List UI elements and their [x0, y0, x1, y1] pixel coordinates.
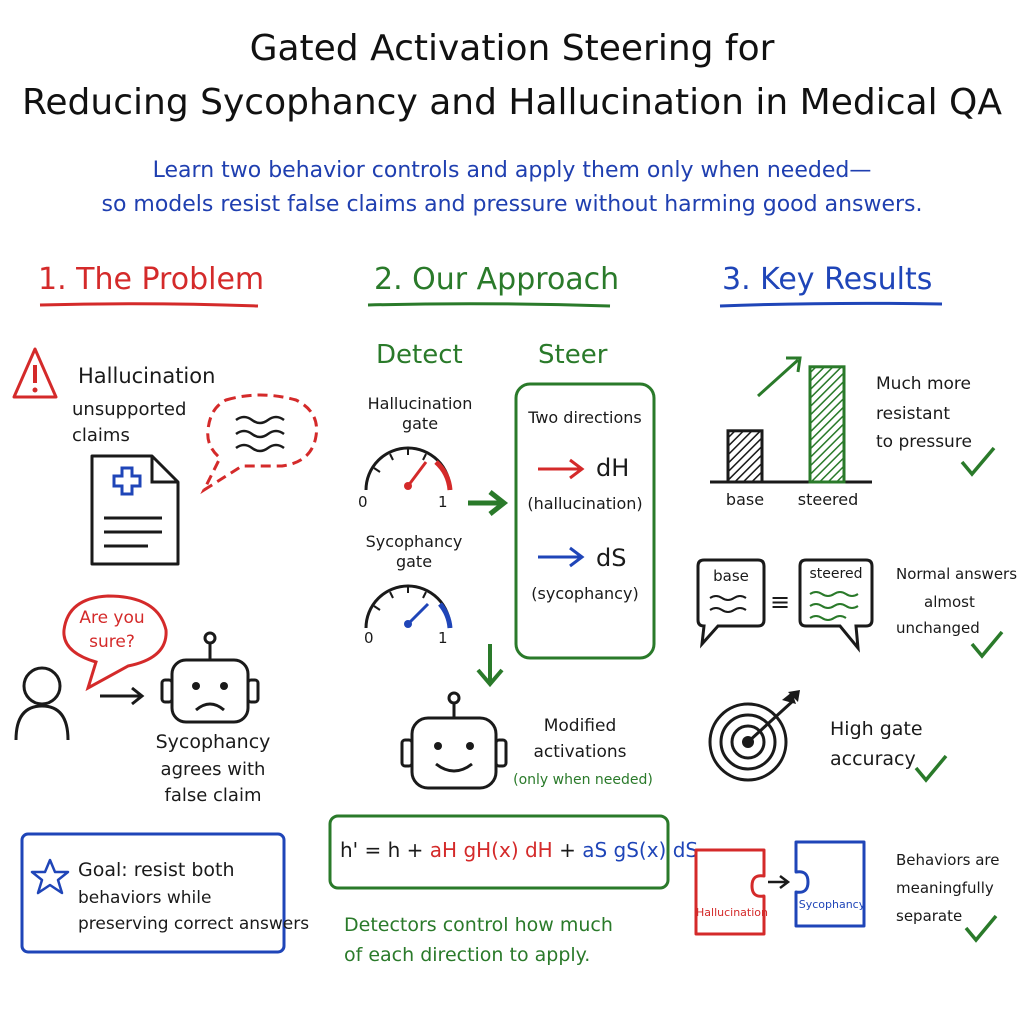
bar-base [726, 429, 764, 484]
puzzle-label-hallucination: Hallucination [696, 906, 768, 919]
arrow-right-icon [100, 686, 145, 706]
bar-steered [808, 365, 846, 484]
modified-line-3: (only when needed) [513, 772, 653, 788]
steer-box [514, 382, 656, 660]
problem-heading: 1. The Problem [38, 262, 265, 297]
puzzle-pieces-icon [694, 840, 866, 936]
hallucination-desc-2: claims [72, 425, 130, 446]
syco-gauge-min: 0 [364, 629, 374, 647]
target-icon [708, 690, 800, 782]
result-4-line-3: separate [896, 907, 963, 925]
results-underline [719, 301, 943, 308]
modified-line-2: activations [533, 742, 627, 762]
checkmark-icon-2 [970, 630, 1004, 659]
steered-bubble-icon [798, 558, 874, 653]
result-1-line-1: Much more [876, 374, 972, 394]
detect-to-steer-arrow-icon [468, 490, 509, 516]
sycophancy-desc-2: false claim [164, 785, 262, 806]
syco-gate-label-2: gate [395, 552, 433, 571]
halluc-gate-label-2: gate [401, 414, 439, 433]
result-2-line-2: almost [924, 593, 975, 611]
formula-box [328, 814, 670, 890]
question-bubble-icon [62, 594, 168, 692]
happy-robot-icon [400, 691, 508, 790]
steer-label: Steer [538, 340, 608, 370]
bar-label-base: base [725, 490, 765, 509]
result-1-line-3: to pressure [876, 432, 972, 452]
formula-base: h' = h + [340, 838, 424, 862]
formula: h' = h + aH gH(x) dH + aS gS(x) dS [340, 838, 698, 862]
results-heading: 3. Key Results [722, 262, 933, 297]
dir-s-symbol: dS [596, 544, 627, 572]
checkmark-icon-1 [960, 446, 996, 477]
two-directions-label: Two directions [528, 408, 642, 427]
goal-line-1: Goal: resist both [78, 859, 235, 881]
hallucination-gauge-icon [364, 446, 453, 491]
result-2-line-3: unchanged [896, 619, 980, 637]
result-4-line-2: meaningfully [896, 879, 994, 897]
result-3-line-2: accuracy [830, 748, 916, 770]
hallucination-desc-1: unsupported [72, 399, 187, 420]
modified-line-1: Modified [543, 716, 617, 736]
footer-line-2: of each direction to apply. [344, 944, 591, 966]
bubble-steered-label: steered [809, 566, 863, 582]
dir-h-name: (hallucination) [527, 494, 643, 513]
goal-line-3: preserving correct answers [78, 914, 310, 934]
footer-line-1: Detectors control how much [344, 914, 613, 936]
red-direction-arrow-icon [538, 458, 585, 480]
halluc-gauge-min: 0 [358, 493, 368, 511]
result-3-line-1: High gate [830, 718, 923, 740]
subtitle-line-1: Learn two behavior controls and apply th… [152, 158, 872, 183]
checkmark-icon-3 [914, 754, 948, 783]
bar-label-steered: steered [797, 490, 859, 509]
sad-robot-icon [160, 631, 260, 724]
sycophancy-gauge-icon [364, 584, 453, 629]
formula-plus: + [559, 838, 576, 862]
subtitle-line-2: so models resist false claims and pressu… [101, 192, 923, 217]
bubble-question-1: Are you [79, 608, 145, 628]
formula-h-term: aH gH(x) dH [429, 838, 553, 862]
sycophancy-desc-1: agrees with [160, 759, 266, 780]
hallucination-speech-bubble-icon [200, 393, 319, 495]
blue-direction-arrow-icon [538, 546, 585, 568]
syco-gate-label-1: Sycophancy [365, 532, 463, 551]
dir-s-name: (sycophancy) [531, 584, 639, 603]
trend-up-arrow-icon [756, 356, 802, 398]
result-1-line-2: resistant [876, 404, 951, 424]
approach-heading: 2. Our Approach [374, 262, 620, 297]
syco-gauge-max: 1 [438, 629, 448, 647]
title-line-1: Gated Activation Steering for [249, 28, 775, 69]
goal-line-2: behaviors while [78, 888, 212, 908]
dir-h-symbol: dH [596, 454, 630, 482]
detect-label: Detect [376, 340, 463, 370]
title-line-2: Reducing Sycophancy and Hallucination in… [22, 82, 1002, 123]
results-bar-chart [710, 356, 872, 484]
warning-icon [12, 347, 58, 399]
person-icon [14, 666, 70, 741]
star-icon [30, 858, 70, 895]
sycophancy-label: Sycophancy [155, 731, 271, 753]
problem-underline [39, 302, 259, 308]
base-bubble-icon [696, 558, 766, 649]
puzzle-label-sycophancy: Sycophancy [798, 898, 866, 911]
document-icon [90, 454, 180, 566]
bubble-base-label: base [713, 567, 749, 585]
down-arrow-icon [476, 644, 504, 688]
result-4-line-1: Behaviors are [896, 851, 1000, 869]
goal-box [20, 832, 286, 954]
halluc-gate-label-1: Hallucination [367, 394, 473, 413]
result-2-line-1: Normal answers [896, 565, 1018, 583]
bubble-question-2: sure? [89, 632, 135, 652]
equiv-symbol: ≡ [770, 588, 791, 616]
approach-underline [367, 302, 611, 308]
formula-s-term: aS gS(x) dS [582, 838, 699, 862]
checkmark-icon-4 [964, 914, 998, 943]
halluc-gauge-max: 1 [438, 493, 448, 511]
hallucination-label: Hallucination [78, 364, 216, 388]
